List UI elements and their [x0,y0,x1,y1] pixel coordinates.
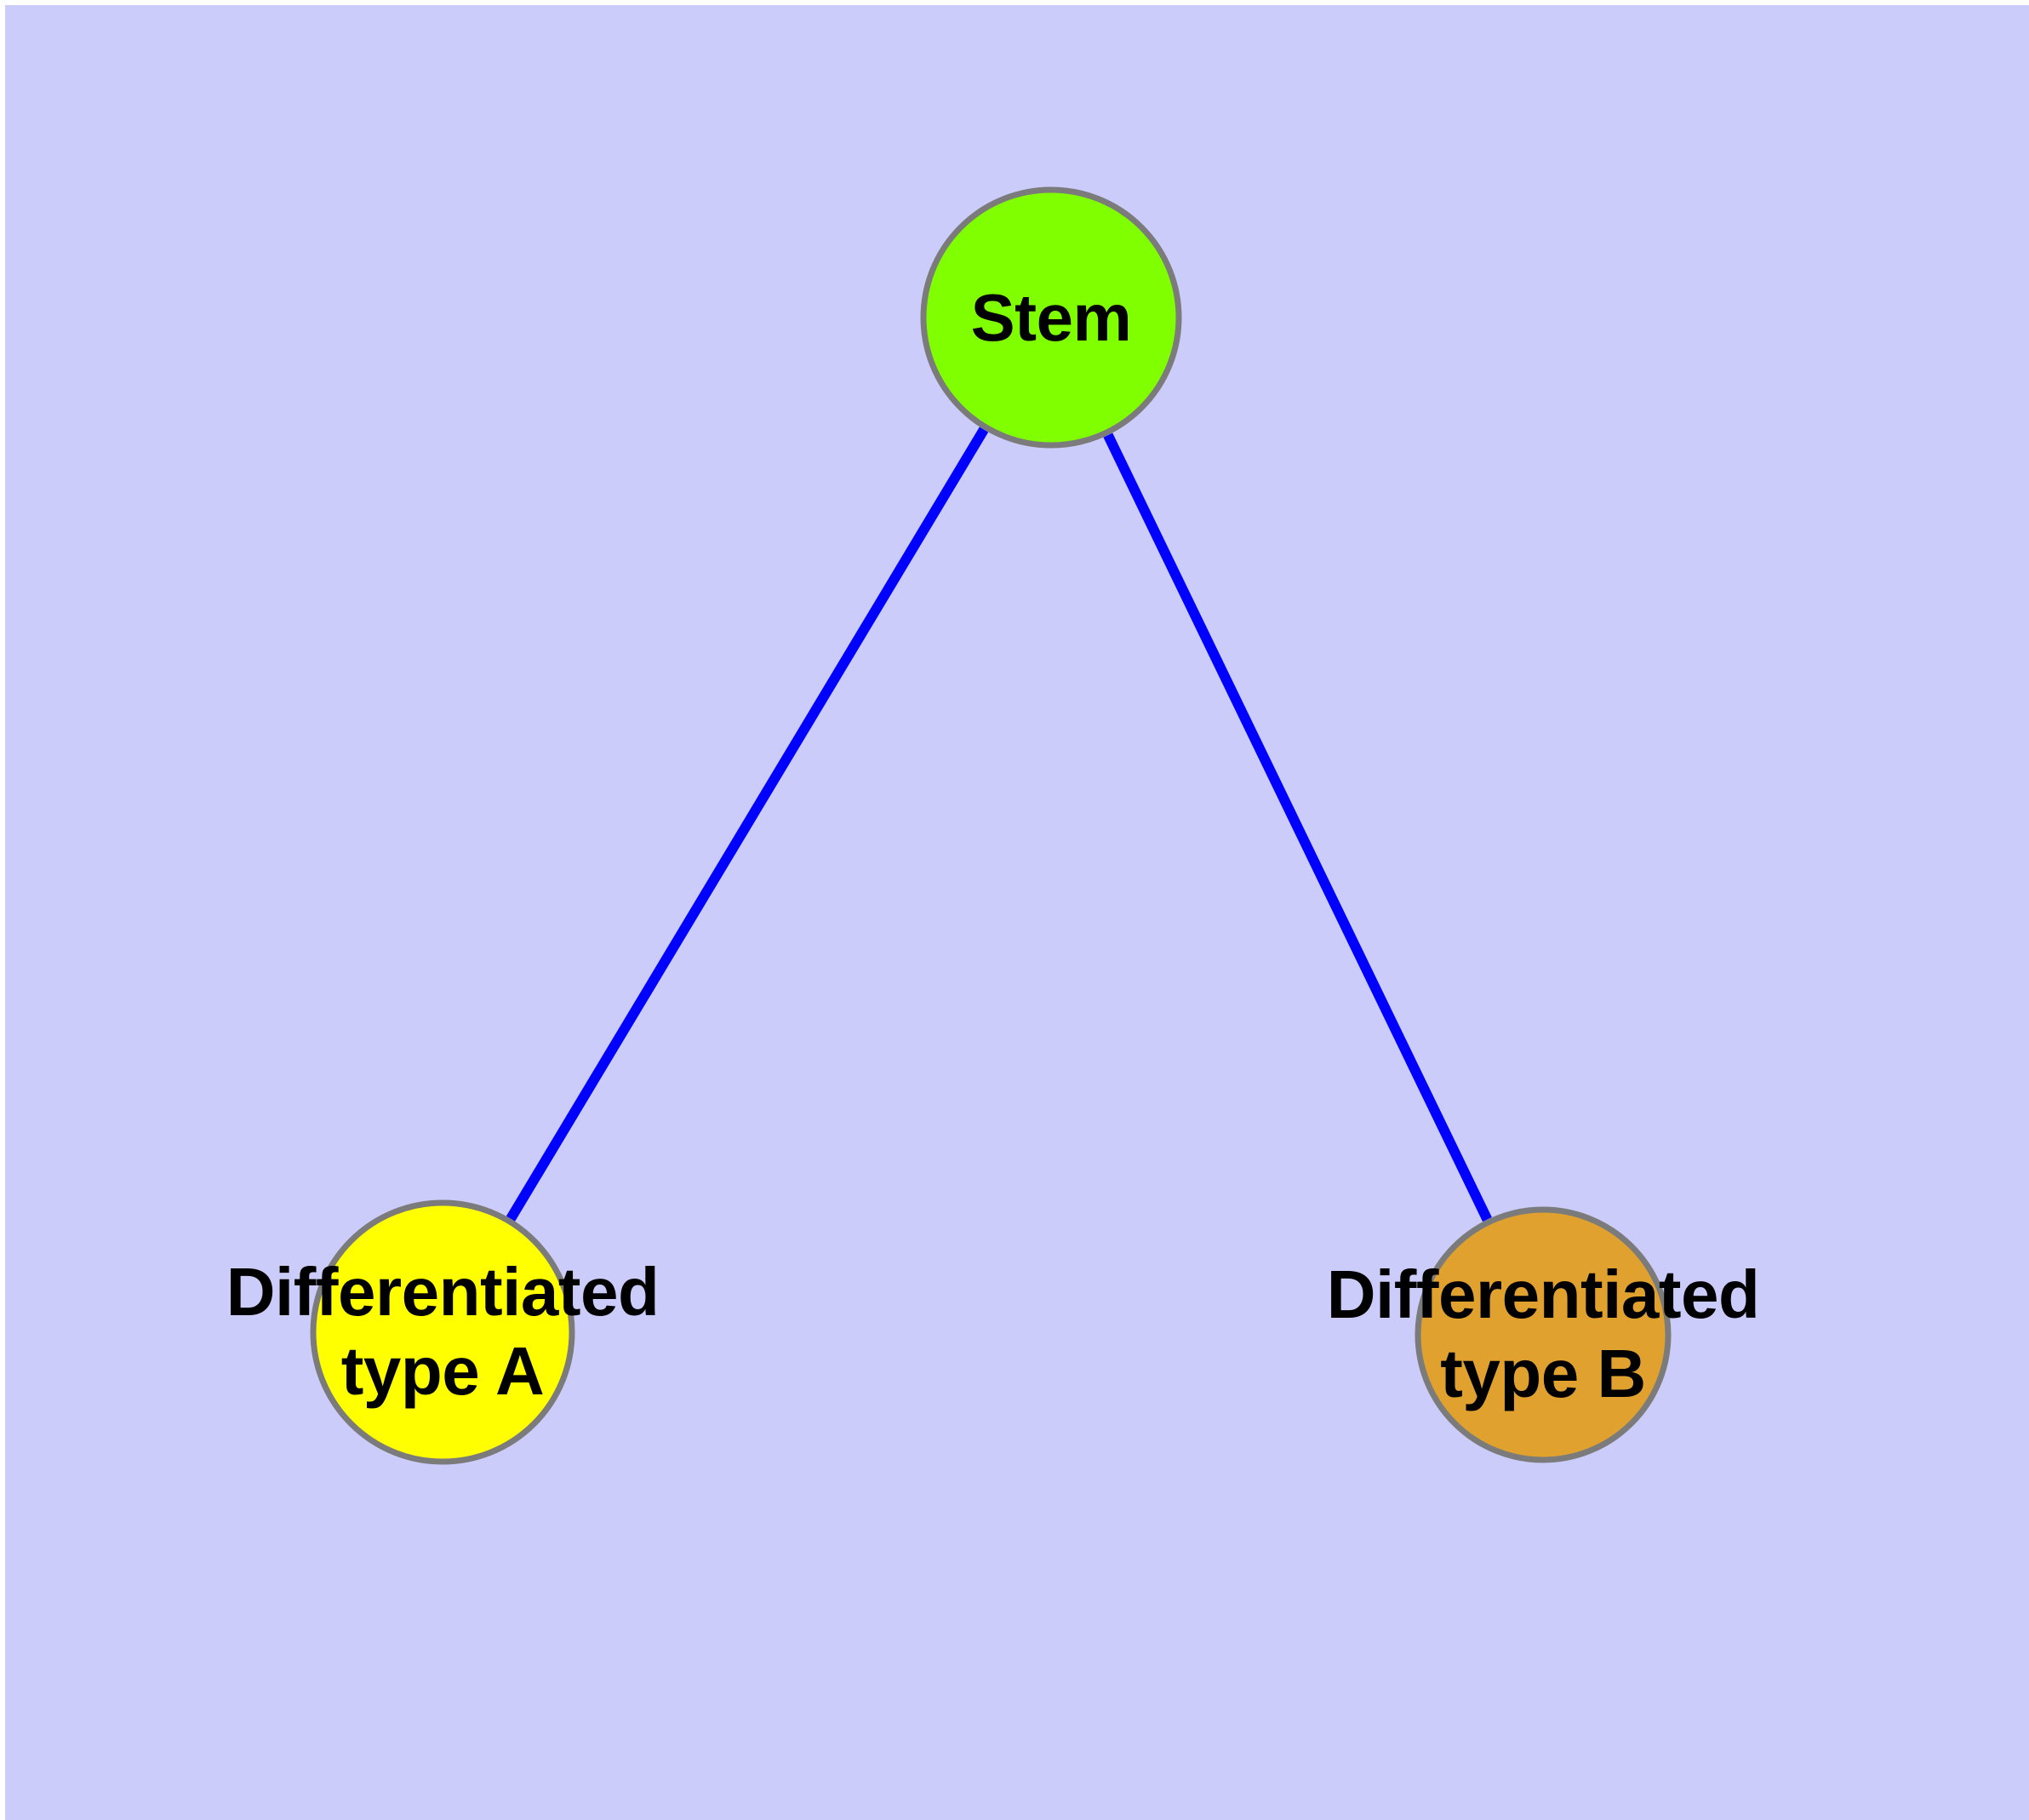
graph-node-diff_b[interactable] [1415,1206,1672,1463]
graph-edge-stem-diff_b [1103,432,1492,1222]
graph-edge-stem-diff_a [506,426,989,1222]
edge-layer [506,426,1492,1222]
node-layer [310,186,1672,1465]
graph-node-diff_a[interactable] [310,1199,575,1465]
graph-node-stem[interactable] [920,186,1182,449]
